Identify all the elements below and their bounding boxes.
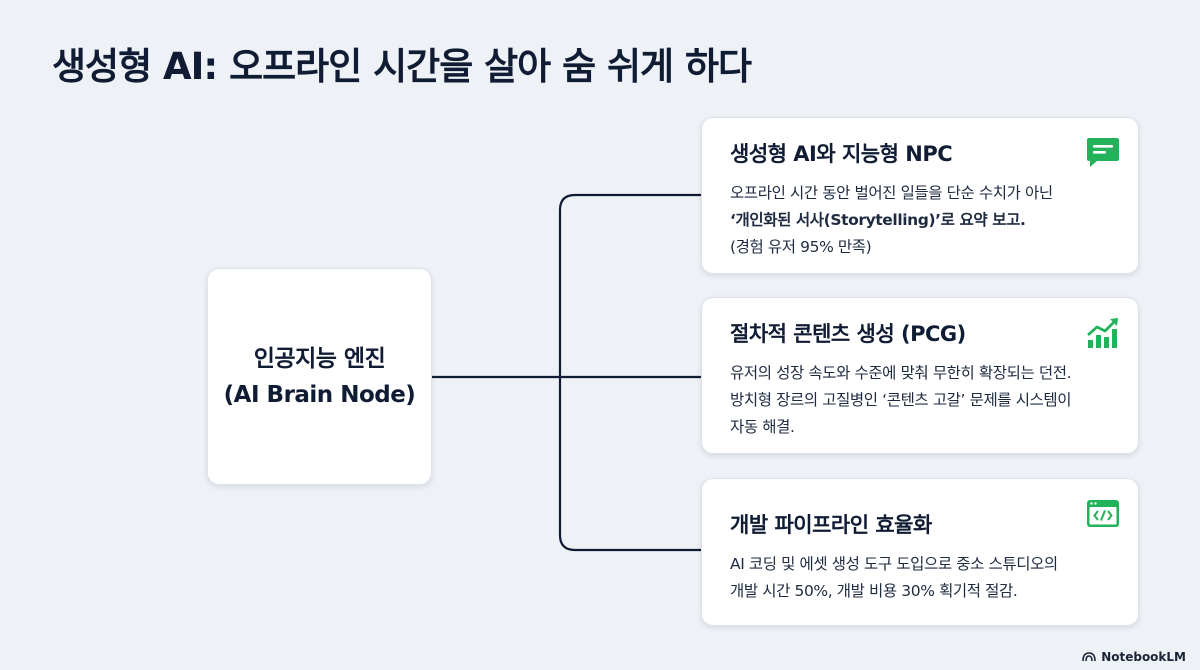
card-title: 개발 파이프라인 효율화 — [730, 513, 932, 537]
card-generative-ai-npc: 생성형 AI와 지능형 NPC 오프라인 시간 동안 벌어진 일들을 단순 수치… — [701, 117, 1139, 274]
card-title: 생성형 AI와 지능형 NPC — [730, 142, 953, 166]
hub-title: 인공지능 엔진 — [253, 345, 386, 372]
branch-bottom — [558, 375, 703, 552]
code-window-icon — [1085, 497, 1121, 531]
growth-chart-icon — [1085, 316, 1121, 350]
branch-top — [558, 193, 703, 379]
card-title: 절차적 콘텐츠 생성 (PCG) — [730, 322, 966, 346]
notebooklm-logo-icon — [1082, 652, 1096, 662]
card-body: 유저의 성장 속도와 수준에 맞춰 무한히 확장되는 던전. 방치형 장르의 고… — [730, 360, 1110, 441]
card-text-line: AI 코딩 및 에셋 생성 도구 도입으로 중소 스튜디오의 — [730, 555, 1058, 573]
card-dev-pipeline: 개발 파이프라인 효율화 AI 코딩 및 에셋 생성 도구 도입으로 중소 스튜… — [701, 478, 1139, 626]
card-text-line: 개발 시간 50%, 개발 비용 30% 획기적 절감. — [730, 582, 1018, 600]
card-text-line: 오프라인 시간 동안 벌어진 일들을 단순 수치가 아닌 — [730, 184, 1053, 202]
card-procedural-content: 절차적 콘텐츠 생성 (PCG) 유저의 성장 속도와 수준에 맞춰 무한히 확… — [701, 297, 1139, 454]
page-title: 생성형 AI: 오프라인 시간을 살아 숨 쉬게 하다 — [52, 45, 752, 88]
card-text-line: (경험 유저 95% 만족) — [730, 238, 872, 256]
card-text-line: 방치형 장르의 고질병인 ‘콘텐츠 고갈’ 문제를 시스템이 — [730, 391, 1072, 409]
card-text-line: 유저의 성장 속도와 수준에 맞춰 무한히 확장되는 던전. — [730, 364, 1072, 382]
chat-bubble-icon — [1085, 136, 1121, 170]
card-body: AI 코딩 및 에셋 생성 도구 도입으로 중소 스튜디오의 개발 시간 50%… — [730, 551, 1110, 605]
hub-subtitle: (AI Brain Node) — [223, 381, 416, 408]
ai-brain-node: 인공지능 엔진 (AI Brain Node) — [207, 268, 432, 485]
card-text-line: 자동 해결. — [730, 418, 795, 436]
notebooklm-watermark: NotebookLM — [1082, 650, 1186, 664]
brand-label: NotebookLM — [1101, 650, 1186, 664]
card-text-line: ‘개인화된 서사(Storytelling)’로 요약 보고. — [730, 211, 1026, 229]
card-body: 오프라인 시간 동안 벌어진 일들을 단순 수치가 아닌 ‘개인화된 서사(St… — [730, 180, 1110, 261]
